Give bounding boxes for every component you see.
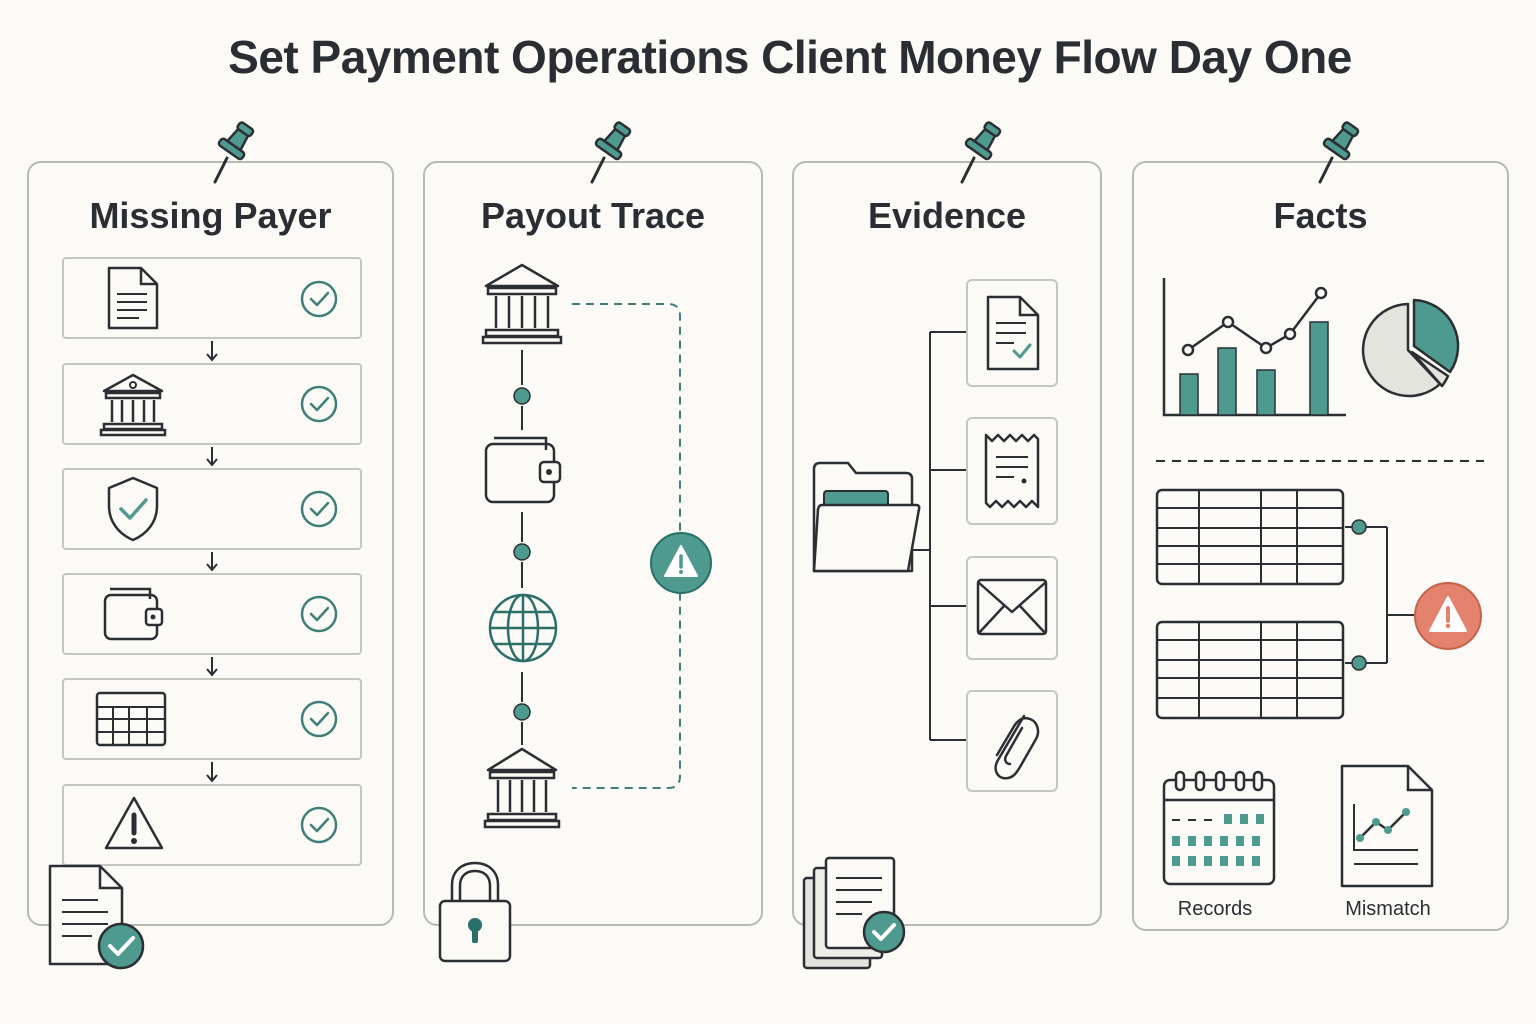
check-icon (300, 806, 338, 844)
check-icon (300, 700, 338, 738)
step-row-document (62, 257, 362, 339)
shield-check-icon (107, 476, 159, 542)
warning-icon (104, 796, 164, 850)
mismatch-label: Mismatch (1345, 898, 1431, 920)
document-check-icon (48, 864, 145, 970)
panel-title: Evidence (867, 195, 1027, 236)
paperclip-icon (994, 714, 1040, 780)
evidence-item-envelope (966, 556, 1058, 660)
receipt-icon (984, 433, 1040, 509)
wallet-icon (484, 436, 562, 504)
pushpin-icon (590, 121, 632, 184)
bank-icon (481, 263, 563, 345)
table-icon (1155, 620, 1345, 720)
pushpin-icon (960, 121, 1002, 184)
table-icon (95, 691, 167, 747)
pie-chart-icon (1361, 298, 1460, 398)
wallet-icon (103, 587, 164, 641)
warning-icon (650, 532, 712, 594)
stacked-documents-check-icon (802, 856, 906, 970)
panel-title: Facts (1273, 195, 1368, 236)
warning-icon (1414, 582, 1482, 650)
check-icon (300, 280, 338, 318)
check-icon (300, 490, 338, 528)
check-icon (300, 385, 338, 423)
check-icon (300, 595, 338, 633)
pushpin-icon (1318, 121, 1360, 184)
page-title: Set Payment Operations Client Money Flow… (228, 31, 1352, 83)
records-label: Records (1177, 898, 1253, 920)
evidence-item-paperclip (966, 690, 1058, 792)
padlock-icon (438, 861, 512, 963)
envelope-icon (976, 578, 1048, 636)
folder-icon (812, 461, 921, 573)
bank-icon (483, 747, 561, 829)
panel-title: Payout Trace (480, 195, 706, 236)
table-icon (1155, 488, 1345, 586)
document-check-icon (986, 295, 1040, 371)
document-icon (107, 266, 159, 330)
report-chart-icon (1340, 764, 1434, 888)
panel-payout-trace: Payout Trace (423, 161, 763, 926)
calendar-icon (1162, 770, 1276, 886)
bank-icon (99, 373, 167, 437)
pushpin-icon (213, 121, 255, 184)
bar-line-chart-icon (1162, 278, 1346, 417)
globe-icon (488, 593, 558, 663)
panel-title: Missing Payer (89, 195, 332, 236)
evidence-item-receipt (966, 417, 1058, 525)
